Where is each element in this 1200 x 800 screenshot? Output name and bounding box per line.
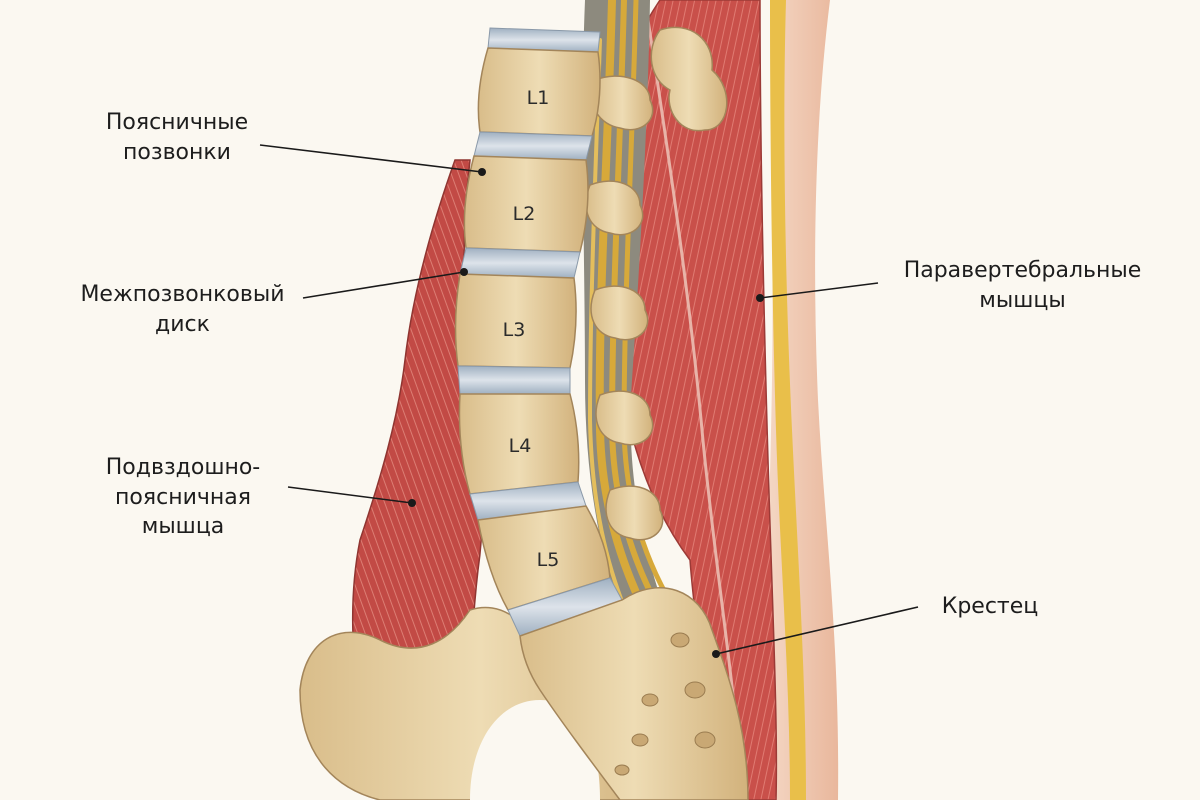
label-intervertebral-disc: Межпозвонковый диск [80, 282, 285, 337]
vertebra-label-l1: L1 [527, 87, 550, 109]
disc-l1-l2 [473, 131, 593, 161]
sacrum-bone [519, 587, 749, 800]
vertebral-column [454, 27, 623, 637]
label-paravertebral-muscles: Паравертебральные мышцы [903, 258, 1142, 313]
vertebra-label-l5: L5 [537, 549, 560, 571]
label-sacrum: Крестец [941, 594, 1039, 619]
sacral-foramina [614, 632, 716, 776]
disc-l2-l3 [459, 247, 581, 279]
vertebra-label-l4: L4 [509, 435, 532, 457]
label-lumbar-vertebrae: Поясничные позвонки [105, 110, 249, 165]
muscle-sheath-line [646, 19, 746, 800]
vertebra-label-l3: L3 [503, 319, 526, 341]
disc-l3-l4 [457, 365, 571, 395]
leader-lines [259, 144, 919, 658]
fat-layer [770, 0, 806, 800]
vertebra-label-l2: L2 [513, 203, 536, 225]
label-iliopsoas: Подвздошно- поясничная мышца [105, 455, 261, 540]
spinous-processes [585, 26, 728, 541]
